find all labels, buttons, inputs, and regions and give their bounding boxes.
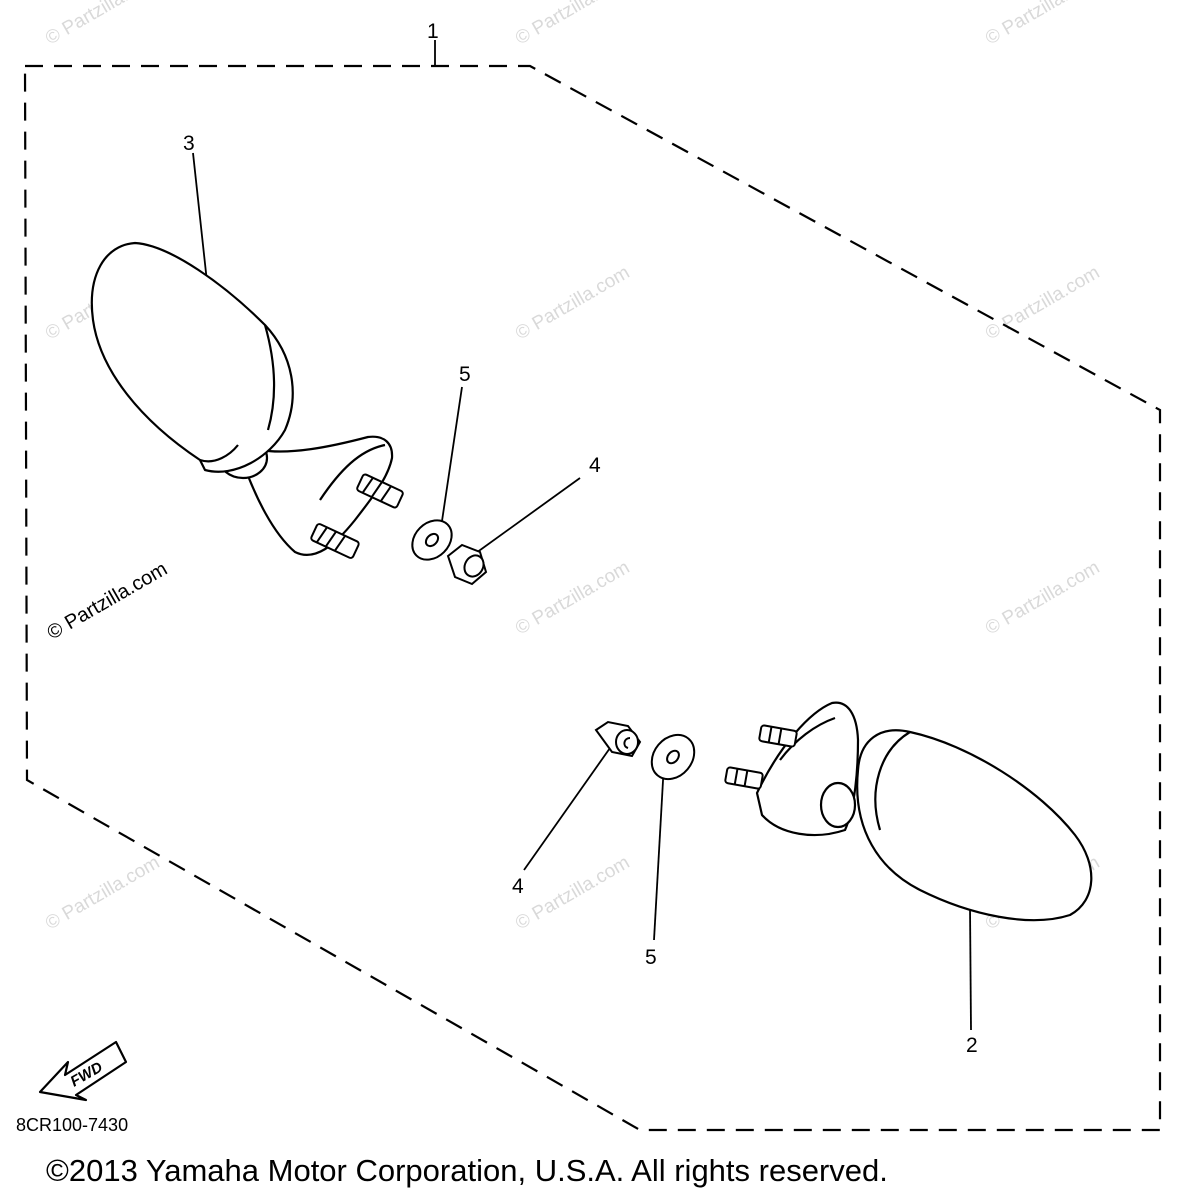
nut-upper (446, 543, 488, 586)
callout-5-upper: 5 (459, 363, 471, 386)
watermark: © Partzilla.com (982, 557, 1103, 639)
watermark: © Partzilla.com (512, 262, 633, 344)
watermark: © Partzilla.com (982, 0, 1103, 49)
watermark-dark: © Partzilla.com (44, 558, 172, 644)
nut-lower (594, 720, 642, 758)
copyright-text: ©2013 Yamaha Motor Corporation, U.S.A. A… (46, 1153, 888, 1188)
diagram-code: 8CR100-7430 (16, 1115, 128, 1135)
watermark: © Partzilla.com (42, 0, 163, 49)
washer-upper (411, 519, 453, 561)
watermark: © Partzilla.com (42, 852, 163, 934)
right-mirror (755, 701, 1093, 922)
watermark: © Partzilla.com (512, 852, 633, 934)
callout-3: 3 (183, 132, 195, 155)
left-mirror (90, 241, 394, 556)
fwd-arrow-icon: FWD (38, 1040, 128, 1102)
left-mirror-studs (310, 473, 404, 559)
washer-lower (650, 733, 696, 781)
callout-1: 1 (427, 20, 439, 43)
watermark: © Partzilla.com (512, 0, 633, 49)
leader-lines (192, 40, 972, 1031)
callout-4-lower: 4 (512, 875, 524, 898)
callouts: 1 3 5 4 4 5 2 (183, 20, 978, 1057)
callout-4-upper: 4 (589, 454, 601, 477)
watermark: © Partzilla.com (512, 557, 633, 639)
right-mirror-studs (724, 724, 798, 790)
watermark: © Partzilla.com (982, 262, 1103, 344)
assembly-boundary (23, 64, 1162, 1132)
callout-5-lower: 5 (645, 946, 657, 969)
callout-2: 2 (966, 1034, 978, 1057)
